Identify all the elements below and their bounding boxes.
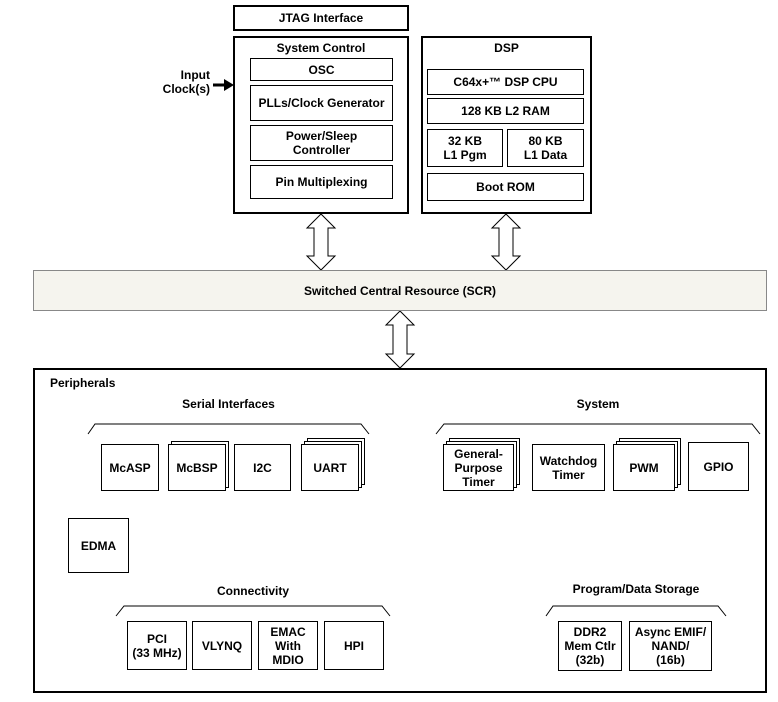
l1-program-box: 32 KB L1 Pgm — [427, 129, 503, 167]
system-bracket — [435, 423, 761, 435]
power-sleep-controller-box: Power/Sleep Controller — [250, 125, 393, 161]
sysctrl-scr-arrow — [305, 213, 337, 271]
input-clock-arrow — [213, 79, 234, 91]
async-emif-box: Async EMIF/ NAND/ (16b) — [629, 621, 712, 671]
connectivity-title: Connectivity — [216, 584, 289, 598]
dsp-title: DSP — [494, 41, 519, 55]
ddr2-controller-box: DDR2 Mem Ctlr (32b) — [558, 621, 622, 671]
pll-clock-generator-box: PLLs/Clock Generator — [250, 85, 393, 121]
storage-title: Program/Data Storage — [572, 582, 700, 596]
l2-ram-box: 128 KB L2 RAM — [427, 98, 584, 124]
dsp-scr-arrow — [490, 213, 522, 271]
system-title: System — [576, 397, 620, 411]
mcasp-box: McASP — [101, 444, 159, 491]
general-purpose-timer-box: General- Purpose Timer — [443, 444, 514, 491]
vlynq-box: VLYNQ — [192, 621, 252, 670]
edma-box: EDMA — [68, 518, 129, 573]
jtag-interface: JTAG Interface — [233, 5, 409, 31]
l1-data-box: 80 KB L1 Data — [507, 129, 584, 167]
scr-bar: Switched Central Resource (SCR) — [33, 270, 767, 311]
input-clock-label: Input Clock(s) — [162, 68, 210, 96]
boot-rom-box: Boot ROM — [427, 173, 584, 201]
storage-bracket — [545, 605, 727, 617]
scr-peripherals-arrow — [384, 310, 416, 369]
osc-box: OSC — [250, 58, 393, 81]
peripherals-block — [33, 368, 767, 693]
serial-bracket — [87, 423, 370, 435]
pwm-box: PWM — [613, 444, 675, 491]
i2c-box: I2C — [234, 444, 291, 491]
uart-box: UART — [301, 444, 359, 491]
watchdog-timer-box: Watchdog Timer — [532, 444, 605, 491]
pci-box: PCI (33 MHz) — [127, 621, 187, 670]
mcbsp-box: McBSP — [168, 444, 226, 491]
connectivity-bracket — [115, 605, 391, 617]
hpi-box: HPI — [324, 621, 384, 670]
peripherals-title: Peripherals — [50, 376, 116, 390]
serial-interfaces-title: Serial Interfaces — [182, 397, 275, 411]
emac-mdio-box: EMAC With MDIO — [258, 621, 318, 670]
pin-multiplexing-box: Pin Multiplexing — [250, 165, 393, 199]
dsp-cpu-box: C64x+™ DSP CPU — [427, 69, 584, 95]
system-control-title: System Control — [276, 41, 366, 55]
gpio-box: GPIO — [688, 442, 749, 491]
